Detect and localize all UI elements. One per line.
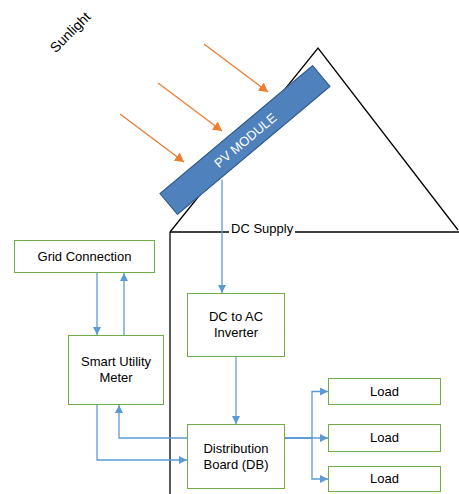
sun-ray bbox=[158, 83, 222, 131]
process-box: Load bbox=[328, 424, 441, 452]
process-box: Distribution Board (DB) bbox=[187, 424, 285, 489]
node-text: Load bbox=[370, 471, 399, 487]
flow-connector bbox=[285, 392, 328, 439]
node-text: Smart Utility Meter bbox=[74, 354, 158, 385]
node-text: DC to AC Inverter bbox=[193, 309, 279, 340]
flow-connector bbox=[123, 273, 124, 335]
flow-connector bbox=[119, 405, 187, 438]
flow-connector bbox=[97, 405, 187, 460]
house-ceiling bbox=[170, 231, 459, 232]
process-box: DC to AC Inverter bbox=[187, 293, 285, 357]
process-box: Grid Connection bbox=[14, 240, 155, 273]
process-box: Smart Utility Meter bbox=[68, 335, 164, 405]
sun-ray bbox=[120, 114, 184, 162]
flow-connector bbox=[285, 438, 328, 479]
sunlight-label: Sunlight bbox=[46, 8, 93, 55]
node-text: Load bbox=[370, 384, 399, 400]
house-wall bbox=[169, 232, 170, 494]
flow-connector bbox=[96, 273, 97, 335]
process-box: Load bbox=[328, 378, 441, 405]
node-text: Grid Connection bbox=[38, 249, 132, 265]
pv-module-panel: PV MODULE bbox=[159, 65, 330, 215]
process-box: Load bbox=[328, 466, 441, 492]
flow-connector bbox=[235, 357, 236, 424]
node-text: PV MODULE bbox=[211, 110, 279, 171]
sun-ray bbox=[204, 44, 268, 92]
edge-label: DC Supply bbox=[229, 221, 295, 236]
flow-connector bbox=[221, 180, 222, 293]
node-text: Distribution Board (DB) bbox=[193, 441, 279, 472]
node-text: Load bbox=[370, 430, 399, 446]
